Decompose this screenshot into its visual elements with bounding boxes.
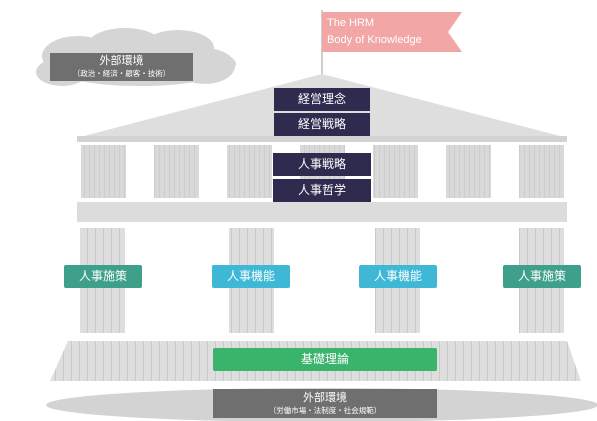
hr-function-box-left: 人事機能	[212, 265, 290, 288]
hr-strategy-box: 人事戦略	[273, 153, 371, 176]
hr-policy-box-left: 人事施策	[64, 265, 142, 288]
lower-columns	[80, 228, 564, 333]
external-environment-bottom: 外部環境 （労働市場・法制度・社会規範）	[213, 389, 437, 418]
hr-function-box-right: 人事機能	[359, 265, 437, 288]
hr-policy-box-right: 人事施策	[503, 265, 581, 288]
management-philosophy-box: 経営理念	[274, 88, 370, 111]
external-environment-bottom-title: 外部環境	[303, 390, 347, 404]
external-environment-top-title: 外部環境	[99, 54, 144, 68]
roof-base	[77, 136, 567, 142]
flag-banner	[322, 12, 462, 52]
flag-title-line1: The HRM	[327, 17, 375, 29]
management-strategy-box: 経営戦略	[274, 113, 370, 136]
beam	[77, 202, 567, 222]
foundation-theory-box: 基礎理論	[213, 348, 437, 371]
hr-philosophy-box: 人事哲学	[273, 179, 371, 202]
flag-title-line2: Body of Knowledge	[327, 34, 422, 46]
external-environment-top-subtitle: （政治・経済・顧客・技術）	[72, 69, 171, 78]
external-environment-bottom-subtitle: （労働市場・法制度・社会規範）	[268, 405, 382, 415]
external-environment-top: 外部環境 （政治・経済・顧客・技術）	[50, 53, 193, 81]
